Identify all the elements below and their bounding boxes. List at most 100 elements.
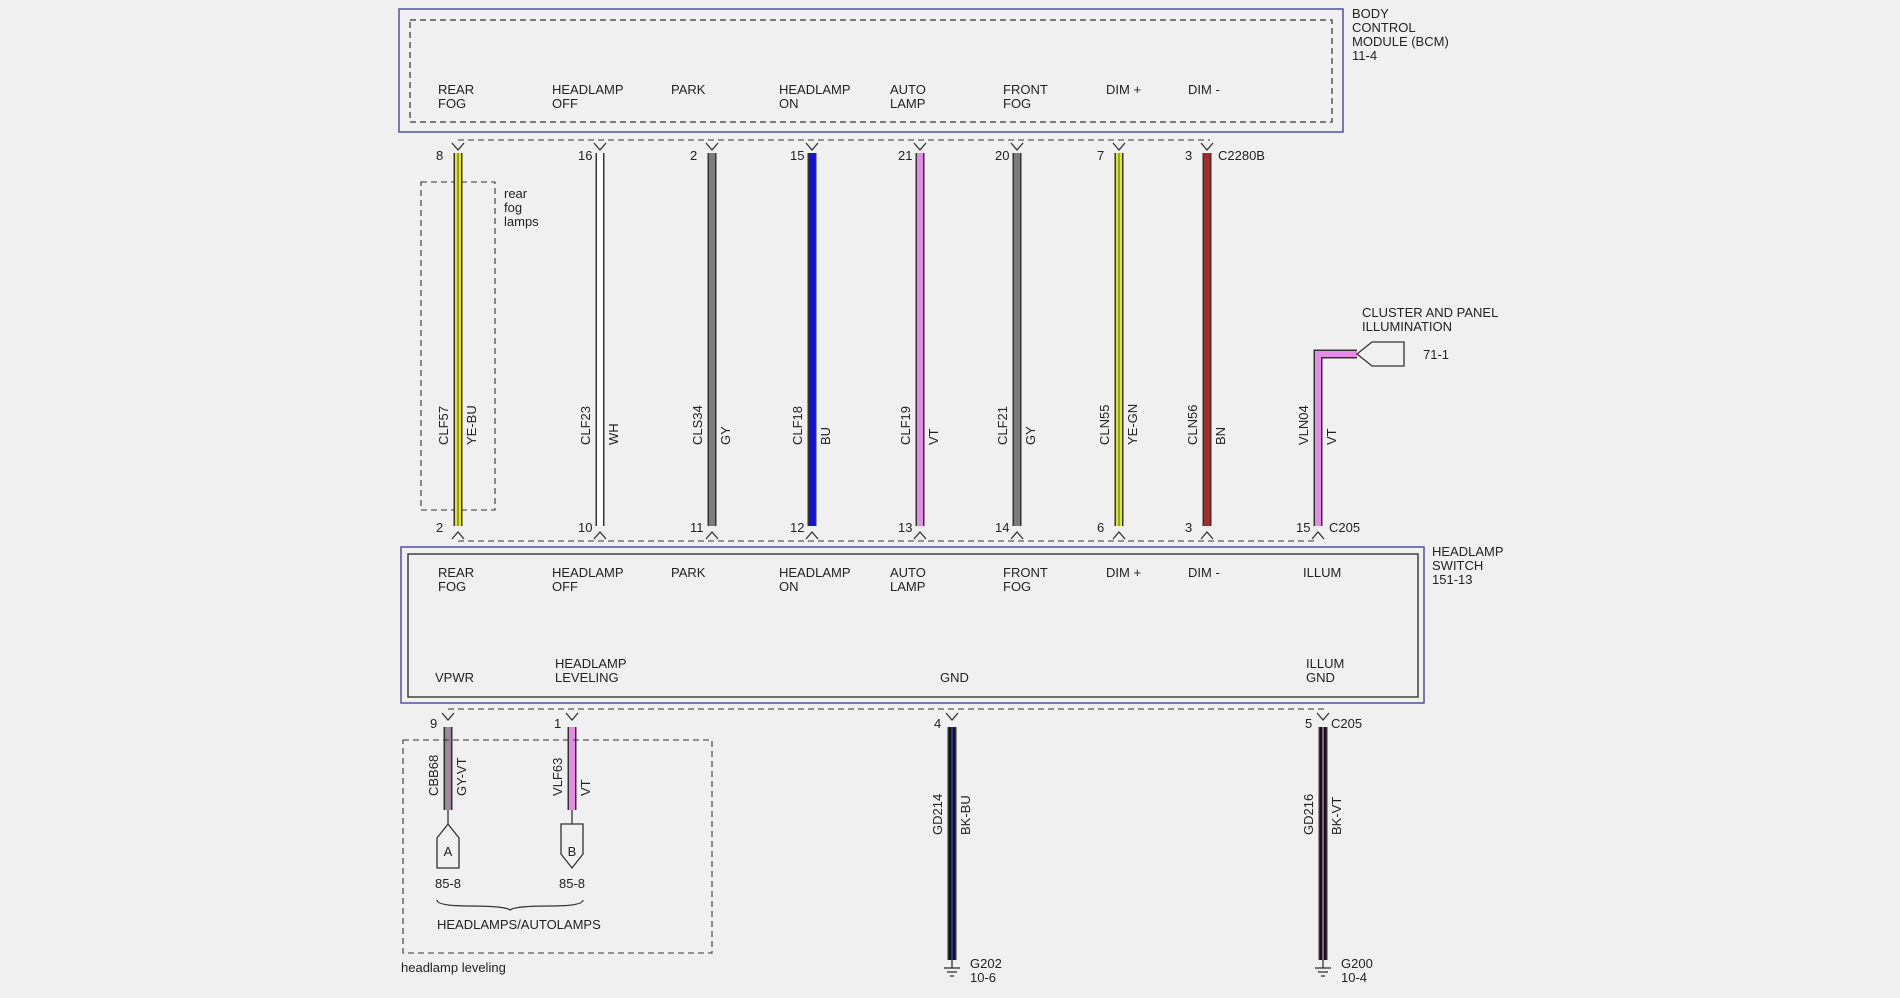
connector-b-shape (560, 823, 584, 870)
bcm-name-line-3: MODULE (BCM) (1352, 34, 1449, 49)
connector-a-ref: 85-8 (435, 876, 461, 891)
bcm-pin-label-front-fog-2: FOG (1003, 96, 1031, 111)
lower-wire-circuit-vlf63: VLF63 (550, 758, 565, 796)
switch-bottom-pin-number-9: 9 (430, 716, 437, 731)
bcm-inner-outline (409, 19, 1333, 123)
switch-bottom-label-headlamp-leveling-2: LEVELING (555, 670, 619, 685)
bcm-pin-number-16: 16 (578, 148, 592, 163)
switch-top-label-auto-lamp-1: AUTO (890, 565, 926, 580)
switch-top-label-headlamp-off-1: HEADLAMP (552, 565, 624, 580)
wire-color-code-clf18: BU (818, 427, 833, 445)
switch-ref: 151-13 (1432, 572, 1472, 587)
switch-bottom-pin-number-5: 5 (1305, 716, 1312, 731)
headlamp-switch-module: HEADLAMP SWITCH 151-13 REARFOGHEADLAMPOF… (400, 544, 1504, 704)
bcm-pin-label-dim-1: DIM - (1188, 82, 1220, 97)
switch-bottom-pin-arrow-5 (1316, 712, 1330, 721)
lower-wire-color-code-gd214: BK-BU (958, 795, 973, 835)
switch-top-label-front-fog-1: FRONT (1003, 565, 1048, 580)
wire-color-code-clf23: WH (606, 423, 621, 445)
switch-top-label-illum-1: ILLUM (1303, 565, 1341, 580)
switch-connector-id-bottom: C205 (1331, 716, 1362, 731)
headlamp-leveling-box (402, 739, 713, 954)
wire-color-code-vln04: VT (1324, 428, 1339, 445)
lower-wire-color-code-cbb68: GY-VT (454, 757, 469, 796)
wire-circuit-cln56: CLN56 (1185, 405, 1200, 445)
switch-top-label-headlamp-on-1: HEADLAMP (779, 565, 851, 580)
bcm-name-line-2: CONTROL (1352, 20, 1416, 35)
switch-pin-arrow-10 (593, 531, 607, 540)
switch-pin-number-15: 15 (1296, 520, 1310, 535)
switch-pin-arrow-15 (1311, 531, 1325, 540)
lower-wire-circuit-gd214: GD214 (930, 794, 945, 835)
switch-bottom-label-illum-gnd-1: ILLUM (1306, 656, 1344, 671)
ground-ref-g202: 10-6 (970, 970, 996, 985)
switch-bottom-pin-arrow-4 (945, 712, 959, 721)
switch-top-label-dim-1: DIM + (1106, 565, 1141, 580)
ground-name-g200: G200 (1341, 956, 1373, 971)
switch-inner-outline (407, 553, 1419, 698)
wire-circuit-clf23: CLF23 (578, 406, 593, 445)
wire-color-code-cln55: YE-GN (1125, 404, 1140, 445)
switch-pin-number-11: 11 (690, 520, 704, 535)
bcm-pin-arrow-15 (805, 142, 819, 151)
connector-a-letter: A (444, 844, 453, 859)
switch-top-label-auto-lamp-2: LAMP (890, 579, 925, 594)
switch-pin-arrow-14 (1010, 531, 1024, 540)
bcm-pin-label-rear-fog-2: FOG (438, 96, 466, 111)
switch-pin-arrow-13 (913, 531, 927, 540)
bcm-pin-arrow-20 (1010, 142, 1024, 151)
switch-pin-arrow-11 (705, 531, 719, 540)
lower-wire-circuit-cbb68: CBB68 (426, 755, 441, 796)
wire-color-code-cls34: GY (718, 426, 733, 445)
leveling-connector-a: A 85-8 (435, 822, 461, 891)
bcm-module: BODY CONTROL MODULE (BCM) 11-4 REARFOGHE… (398, 6, 1449, 133)
lower-wire-circuit-gd216: GD216 (1301, 794, 1316, 835)
headlamps-autolamps-label: HEADLAMPS/AUTOLAMPS (437, 917, 601, 932)
bcm-pin-label-headlamp-on-1: HEADLAMP (779, 82, 851, 97)
bcm-pin-number-2: 2 (690, 148, 697, 163)
switch-top-label-park-1: PARK (671, 565, 706, 580)
switch-bottom-label-headlamp-leveling-1: HEADLAMP (555, 656, 627, 671)
switch-pin-number-2: 2 (436, 520, 443, 535)
wire-circuit-clf57: CLF57 (436, 406, 451, 445)
connector-b-letter: B (568, 844, 577, 859)
bcm-pin-label-park-1: PARK (671, 82, 706, 97)
switch-top-label-headlamp-on-2: ON (779, 579, 799, 594)
bcm-pin-arrow-21 (913, 142, 927, 151)
headlamps-brace (436, 899, 584, 911)
cluster-name-line-2: ILLUMINATION (1362, 319, 1452, 334)
switch-bottom-pin-arrow-1 (565, 712, 579, 721)
bcm-pin-label-headlamp-off-1: HEADLAMP (552, 82, 624, 97)
switch-pin-arrow-6 (1112, 531, 1126, 540)
bcm-connector-id: C2280B (1218, 148, 1265, 163)
wire-color-code-clf57: YE-BU (464, 405, 479, 445)
cluster-connector-shape (1355, 341, 1405, 367)
switch-top-label-front-fog-2: FOG (1003, 579, 1031, 594)
switch-outline (400, 546, 1425, 704)
bcm-outline (398, 8, 1344, 133)
switch-top-label-dim-1: DIM - (1188, 565, 1220, 580)
switch-pin-number-3: 3 (1185, 520, 1192, 535)
switch-bottom-pin-number-4: 4 (934, 716, 941, 731)
cluster-illumination: CLUSTER AND PANEL ILLUMINATION 71-1 (1355, 305, 1498, 367)
connector-a-shape (436, 822, 460, 869)
bcm-pin-number-3: 3 (1185, 148, 1192, 163)
wire-circuit-vln04: VLN04 (1296, 405, 1311, 445)
